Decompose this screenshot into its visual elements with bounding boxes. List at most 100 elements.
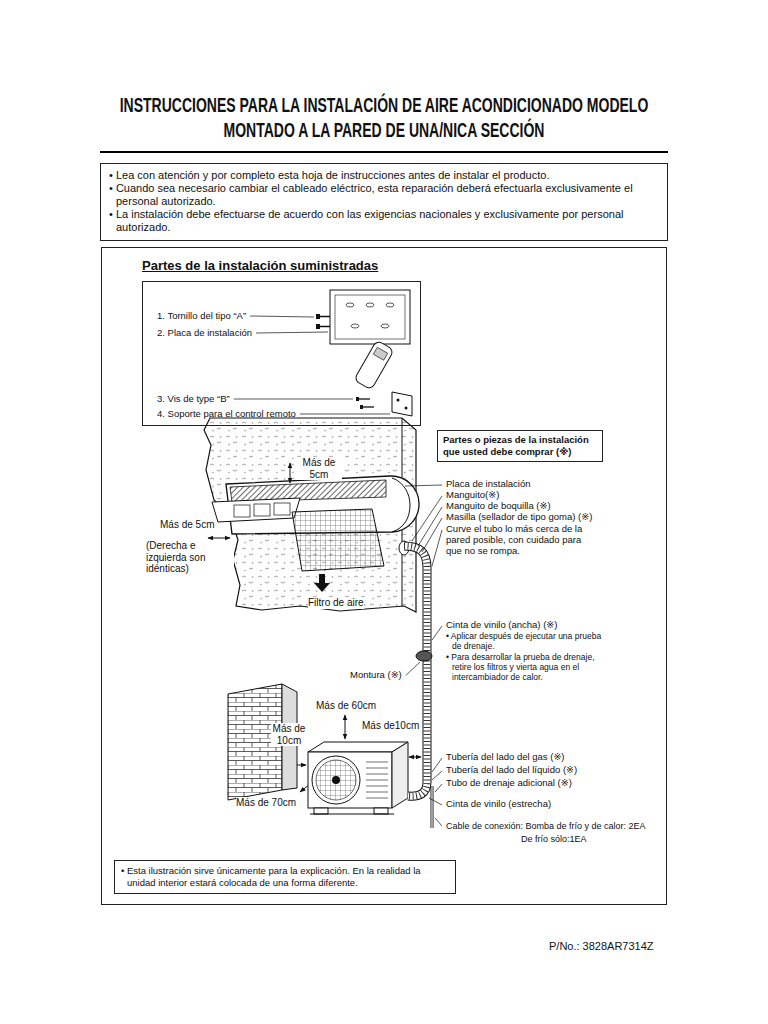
section-heading: Partes de la instalación suministradas [142,258,378,273]
leader-line-part [432,626,442,640]
installation-plate-part [346,303,354,307]
piping-part [431,786,434,828]
leader-line-part [429,798,442,805]
remote-control-part [354,340,394,390]
illustration-note-box: • Esta ilustración sirve únicamente para… [114,860,456,894]
indoor-unit-part [230,480,386,502]
note-text: Partes o piezas de la instalación que us… [443,434,597,458]
part-label: Masilla (sellador de tipo goma) (※) [446,512,592,523]
dimension-label: Más de10cm [362,720,419,732]
screw-a-part [316,324,320,329]
part-label: Cable de conexión: Bomba de frío y de ca… [446,821,646,831]
notice-text: • La instalación debe efectuarse de acue… [109,208,659,234]
part-label: Filtro de aire [308,597,364,609]
dimension-label: Más de 60cm [316,700,376,712]
outdoor-unit-part [366,762,388,798]
screw-b-part [363,406,374,407]
note-text: Curve el tubo lo más cerca de la pared p… [446,524,596,557]
leader-line-part [432,758,442,772]
screw-b-part [359,398,370,399]
part-label: Montura (※) [350,670,402,681]
part-label: Cinta de vinilo (estrecha) [446,799,551,810]
screw-b-part [356,397,359,401]
dimension-label: Más de 70cm [236,797,296,809]
air-filter [292,509,384,592]
piping-part [404,546,427,796]
dimension-label: Más de 5cm [296,457,342,480]
outdoor-unit-part [316,760,356,800]
part-label: Tubería del lado del gas (※) [446,752,565,763]
piping-part [416,651,432,661]
screw-b-part [360,405,363,409]
leader-line-part [234,399,353,400]
dimension-arrow-part [409,757,421,758]
installation-plate-part [366,303,374,307]
notice-box: • Lea con atención y por completo esta h… [100,163,668,241]
part-label: Manguito de boquilla (※) [446,501,551,512]
notice-text: • Cuando sea necesario cambiar el cablea… [109,182,659,208]
dimension-arrow-part [290,463,291,483]
screw-b [356,397,374,409]
outdoor-unit-part [310,814,394,815]
remote-control [354,340,394,390]
installation-frame: Partes de la instalación suministradas 1.… [101,247,667,905]
piping-part [404,546,427,796]
outdoor-unit-part [314,808,328,814]
outdoor-unit-part [392,742,408,808]
purchase-note-box: Partes o piezas de la instalación que us… [437,430,603,462]
screw-a-part [320,326,330,328]
dimension-label: Más de 10cm [271,723,307,746]
indoor-unit-part [234,505,250,517]
outdoor-unit-part [308,742,408,752]
part-name: 3. Vis de type “B” [157,393,230,405]
leader-line [234,316,390,414]
leader-line-part [432,771,442,780]
part-name: 4. Soporte para el control remoto [157,408,296,420]
dimension-label: Más de 5cm [160,519,214,531]
part-label: Tubería del lado del líquido (※) [446,765,577,776]
remote-holder [392,392,412,416]
part-name: 1. Tornillo del tipo “A” [157,310,246,322]
note-text: • Aplicar después de ejecutar una prueba… [446,632,602,652]
note-text: • Esta ilustración sirve únicamente para… [121,865,449,889]
outdoor-unit [308,742,408,814]
dimension-arrow-part [208,538,230,539]
screw-a-part [320,316,330,318]
leader-line-part [300,414,390,415]
leader-line-part [406,662,420,675]
installation-plate-part [386,303,394,307]
remote-holder-part [392,392,412,416]
piping [404,546,432,828]
leader-line-part [418,507,442,546]
leader-line-part [435,784,442,792]
leader-line-part [256,332,328,333]
outdoor-unit-part [374,808,388,814]
leader-line-part [250,316,314,317]
piping-part [431,786,432,828]
remote-holder-part [405,407,408,410]
installation-plate [330,290,410,344]
installation-plate-part [381,324,389,328]
installation-plate-part [330,290,410,344]
screw-a-part [316,314,320,319]
notice-text: • Lea con atención y por completo esta h… [109,169,659,182]
leader-line [405,485,442,826]
part-label: Tubo de drenaje adicional (※) [446,778,572,789]
screw-a [316,314,330,329]
indoor-unit-part [212,498,300,522]
part-label: De frío sólo:1EA [521,834,587,844]
leader-line-part [432,530,442,566]
installation-plate-part [335,295,405,339]
note-text: (Derecha e izquierda son idénticas) [146,540,234,575]
installation-plate-part [351,324,359,328]
remote-holder-part [397,399,400,402]
outdoor-unit-part [308,752,392,808]
indoor-unit-part [254,504,270,516]
piping-part [404,546,427,796]
leader-line-part [422,518,442,552]
part-number: P/No.: 3828AR7314Z [549,940,654,953]
title-rule [100,151,668,153]
part-label: Placa de instalación [446,479,531,490]
outdoor-unit-part [332,776,340,784]
air-filter-part [314,574,330,592]
